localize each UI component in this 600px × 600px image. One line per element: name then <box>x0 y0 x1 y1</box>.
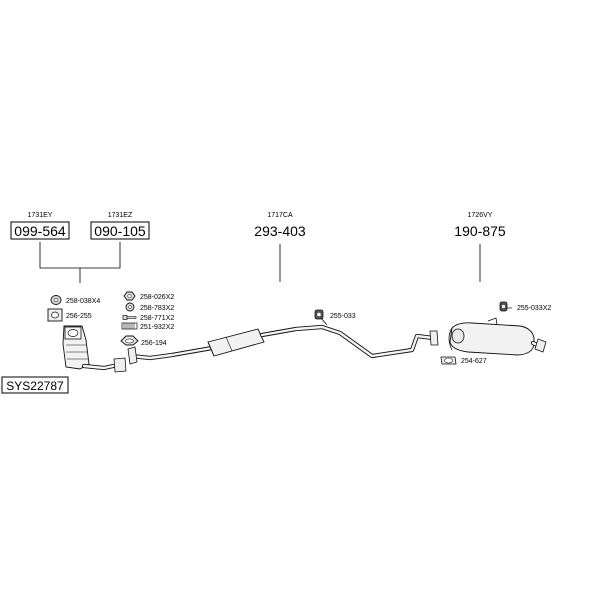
group-code-3: 1717CA <box>267 212 293 219</box>
washer-icon <box>125 302 135 312</box>
group-code-4: 1726VY <box>468 212 493 219</box>
label-255-033x2: 255-033X2 <box>517 305 551 312</box>
group-code-2: 1731EZ <box>108 212 133 219</box>
gasket-flange-icon <box>47 308 63 322</box>
system-id-box <box>1 376 69 394</box>
group-number-1[interactable]: 099-564 <box>14 223 66 239</box>
system-id: SYS22787 <box>6 379 64 393</box>
group-number-4[interactable]: 190-875 <box>454 223 506 239</box>
label-254-627: 254-627 <box>461 358 487 365</box>
nut-icon <box>123 291 136 301</box>
label-258-783x2: 258-783X2 <box>140 305 174 312</box>
rear-silencer[interactable] <box>448 317 547 356</box>
group-number-2[interactable]: 090-105 <box>94 223 146 239</box>
label-251-932x2: 251-932X2 <box>140 324 174 331</box>
label-255-033: 255-033 <box>330 313 356 320</box>
middle-pipe-with-silencer[interactable] <box>127 324 439 365</box>
label-258-038x4: 258-038X4 <box>66 298 100 305</box>
sealing-ring-icon <box>120 335 139 346</box>
label-258-026x2: 258-026X2 <box>140 294 174 301</box>
label-258-771x2: 258-771X2 <box>140 315 174 322</box>
group-box-2 <box>90 221 150 240</box>
bolt-icon <box>122 315 137 320</box>
catalytic-converter[interactable] <box>62 325 127 373</box>
spring-icon <box>121 322 138 330</box>
clamp-icon <box>440 356 457 365</box>
group-box-1 <box>10 221 70 240</box>
group-bracket <box>39 242 121 283</box>
group-code-1: 1731EY <box>28 212 53 219</box>
rear-hanger-icon <box>499 301 512 312</box>
label-256-255: 256-255 <box>66 313 92 320</box>
middle-hanger-icon <box>314 309 328 326</box>
rubber-ring-icon <box>50 295 62 305</box>
group-number-3[interactable]: 293-403 <box>254 223 306 239</box>
label-256-194: 256-194 <box>141 340 167 347</box>
